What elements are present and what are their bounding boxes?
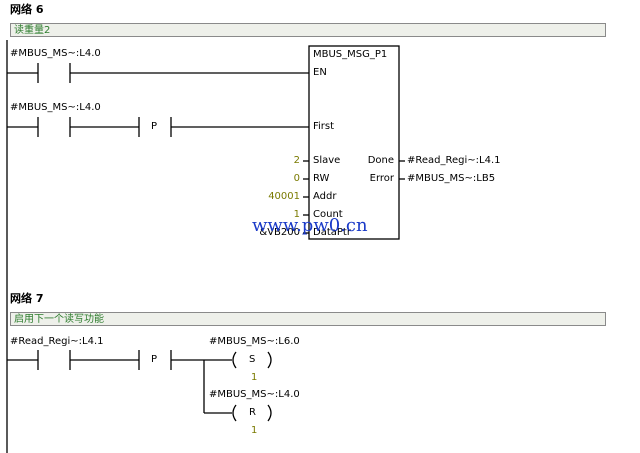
contact-n6-1-label[interactable]: #MBUS_MS~:L4.0 [10,48,101,59]
network-6-title: 网络 6 [10,3,44,16]
error-value[interactable]: #MBUS_MS~:LB5 [407,173,496,184]
block-pin-rw: RW [313,173,330,184]
slave-value[interactable]: 2 [293,155,300,166]
block-pin-slave: Slave [313,155,341,166]
block-pin-error: Error [369,173,394,184]
contact-n6-2-label[interactable]: #MBUS_MS~:L4.0 [10,102,101,113]
rw-value[interactable]: 0 [293,173,300,184]
coil-r-right [267,404,272,422]
network-6-comment[interactable]: 读重量2 [10,23,606,37]
block-pin-en: EN [313,67,327,78]
dataptr-value[interactable]: &VB200 [259,227,300,238]
network-7-title: 网络 7 [10,292,44,305]
coil-r-left [232,404,237,422]
coil-r-label[interactable]: #MBUS_MS~:L4.0 [209,389,300,400]
block-pin-dataptr: DataPtr [313,227,351,238]
coil-r-type[interactable]: R [249,407,256,418]
coil-s-count[interactable]: 1 [251,372,258,383]
block-pin-addr: Addr [313,191,337,202]
network-7-comment[interactable]: 启用下一个读写功能 [10,312,606,326]
addr-value[interactable]: 40001 [268,191,300,202]
coil-s-type[interactable]: S [249,354,256,365]
done-value[interactable]: #Read_Regi~:L4.1 [407,155,501,166]
watermark: www.pw0.cn [252,215,368,236]
coil-s-label[interactable]: #MBUS_MS~:L6.0 [209,336,300,347]
block-pin-done: Done [367,155,394,166]
coil-r-count[interactable]: 1 [251,425,258,436]
block-pin-count: Count [313,209,343,220]
block-name[interactable]: MBUS_MSG_P1 [313,49,388,60]
block-pin-first: First [313,121,335,132]
p-contact-n7-label[interactable]: P [151,354,158,365]
p-contact-n6-label[interactable]: P [151,121,158,132]
coil-s-right [267,351,272,369]
contact-n7-label[interactable]: #Read_Regi~:L4.1 [10,336,104,347]
coil-s-left [232,351,237,369]
count-value[interactable]: 1 [293,209,300,220]
mbus-block-frame [308,45,400,240]
